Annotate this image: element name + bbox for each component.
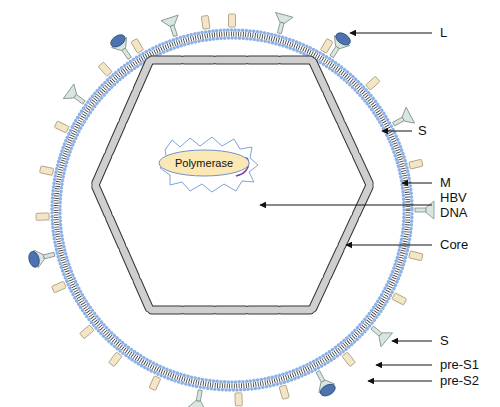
part-label: pre-S1: [440, 357, 479, 372]
part-label: M: [440, 175, 451, 190]
part-label: L: [440, 25, 447, 40]
surface-proteins: [27, 13, 434, 407]
part-label: HBV DNA: [440, 190, 474, 220]
polymerase-ellipse: Polymerase: [158, 149, 250, 177]
node-text: Polymerase: [175, 157, 233, 169]
part-label: S: [440, 333, 449, 348]
part-label: Core: [440, 237, 468, 252]
part-label: S: [418, 123, 427, 138]
part-label: pre-S2: [440, 373, 479, 388]
leader-arrows: [260, 33, 432, 381]
core-capsid: [96, 60, 369, 310]
lipid-envelope: [52, 30, 412, 390]
